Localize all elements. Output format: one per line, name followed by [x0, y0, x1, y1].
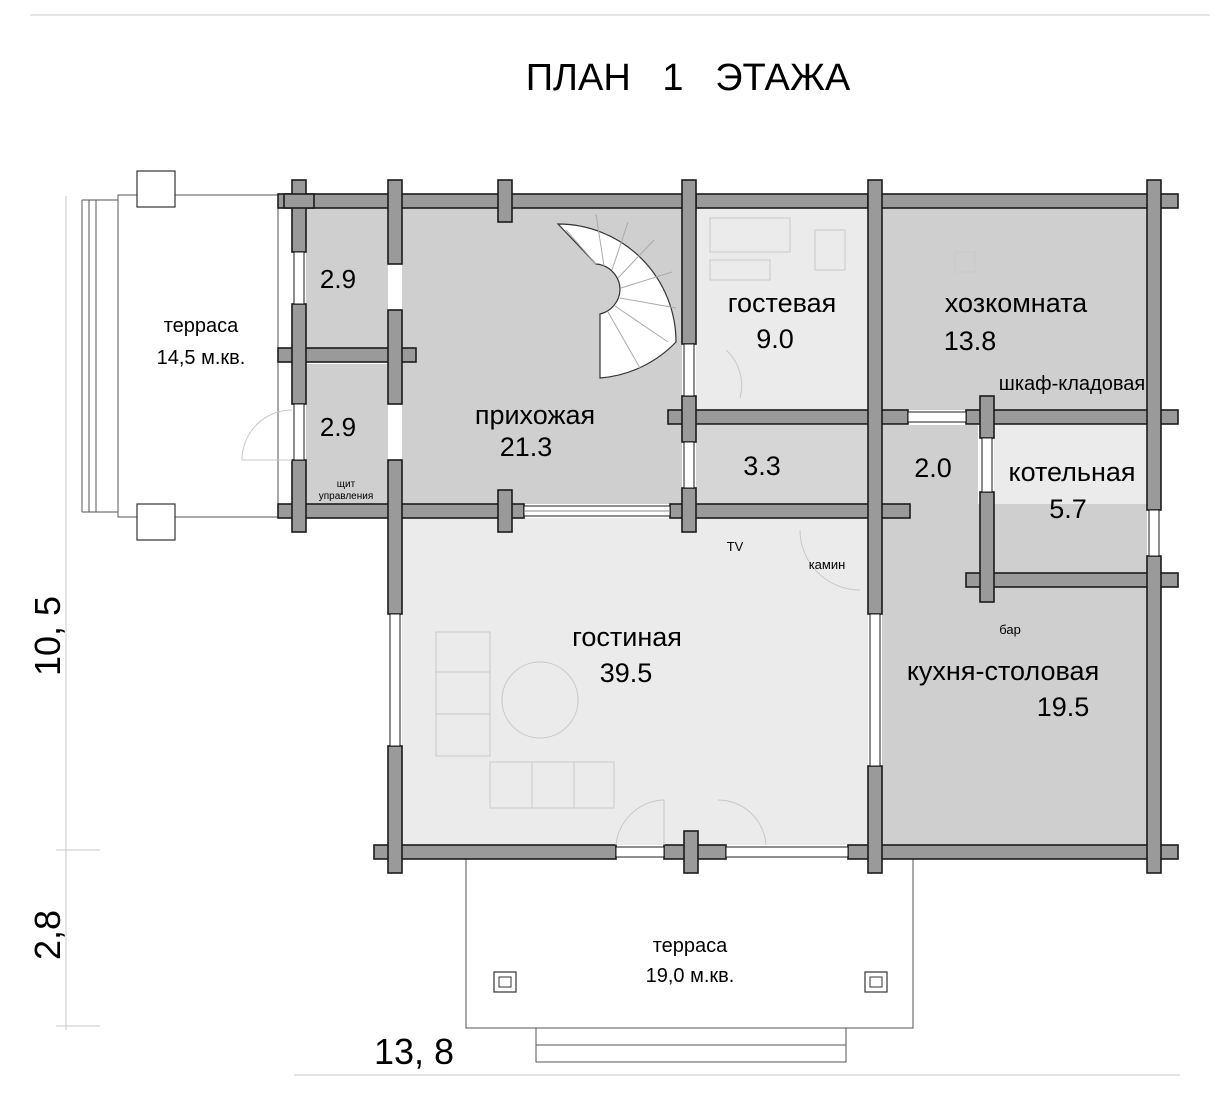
room-kitchen-area: 19.5 [1037, 692, 1090, 722]
room-kitchen-name: кухня-столовая [907, 656, 1099, 686]
room-fills [306, 208, 1147, 845]
terrace-post [493, 971, 517, 993]
terrace-left-name: терраса [164, 315, 239, 337]
room-utility-name: хозкомната [945, 288, 1088, 318]
room-utility-area: 13.8 [944, 326, 997, 356]
room-bath-area: 3.3 [743, 451, 781, 481]
furniture [435, 217, 976, 809]
door-swings [241, 349, 767, 846]
room-bath-fill [696, 425, 868, 504]
room-small-lower-fill [306, 364, 388, 504]
room-corridor-area: 2.0 [914, 453, 952, 483]
terrace-bottom [465, 858, 914, 1063]
terrace-bottom-area: 19,0 м.кв. [646, 965, 735, 987]
openings [293, 251, 1160, 858]
fireplace-label: камин [809, 557, 846, 572]
room-guest-fill [696, 208, 868, 410]
room-small-lower-area: 2.9 [320, 412, 356, 442]
dimension-lines [30, 14, 1210, 1076]
plan-title: ПЛАН 1 ЭТАЖА [526, 57, 851, 99]
room-kitchen-corridor-fill [882, 518, 978, 578]
panel-label-line1: щит [337, 479, 356, 490]
room-corridor-fill [882, 425, 978, 504]
dimension-height-terrace: 2,8 [27, 910, 68, 960]
room-boiler-area: 5.7 [1049, 494, 1087, 524]
room-boiler-name: котельная [1008, 457, 1135, 487]
labels: ПЛАН 1 ЭТАЖА 10, 5 2,8 13, 8 терраса 14,… [27, 57, 1145, 1072]
terrace-bottom-name: терраса [653, 935, 728, 957]
dimension-height-main: 10, 5 [27, 596, 68, 676]
room-hall-area: 21.3 [500, 432, 553, 462]
terrace-left-area: 14,5 м.кв. [157, 347, 246, 369]
room-guest-name: гостевая [728, 288, 837, 318]
tv-label: TV [727, 539, 744, 554]
room-utility-fill [882, 208, 1147, 410]
terrace-post [136, 170, 176, 208]
room-living-name: гостиная [572, 622, 682, 652]
panel-label-line2: управления [319, 491, 374, 502]
room-small-upper-fill [306, 208, 388, 348]
bar-label: бар [999, 622, 1021, 637]
terrace-post [864, 971, 888, 993]
room-living-area: 39.5 [600, 658, 653, 688]
room-hall-name: прихожая [475, 400, 595, 430]
closet-name: шкаф-кладовая [999, 373, 1145, 395]
spiral-staircase [556, 213, 677, 379]
room-living-fill [402, 518, 868, 845]
walls [277, 179, 1179, 874]
terrace-post [136, 503, 176, 541]
dimension-width: 13, 8 [374, 1031, 454, 1072]
room-guest-area: 9.0 [756, 324, 794, 354]
room-small-upper-area: 2.9 [320, 264, 356, 294]
